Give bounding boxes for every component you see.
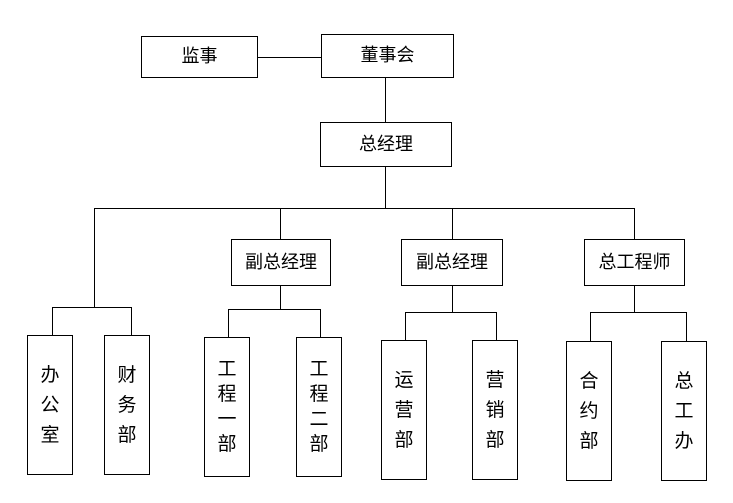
connector-main-bus <box>94 208 635 209</box>
connector-bus-vp2 <box>452 208 453 239</box>
vp1-label: 副总经理 <box>245 251 317 273</box>
dept-eng1-char: 部 <box>217 433 237 455</box>
dept-office-char: 室 <box>40 423 60 446</box>
dept-office-char: 办 <box>40 363 60 386</box>
general-manager-label: 总经理 <box>359 133 413 155</box>
vp1-box: 副总经理 <box>231 239 331 286</box>
dept-chief-office-char: 总 <box>674 369 694 392</box>
connector-operations <box>405 312 406 341</box>
dept-office-char: 公 <box>40 393 60 416</box>
connector-office <box>52 307 53 336</box>
dept-eng2-char: 工 <box>309 358 329 380</box>
dept-operations-char: 部 <box>394 428 414 451</box>
vp2-label: 副总经理 <box>416 251 488 273</box>
dept-contracts-char: 约 <box>579 399 599 422</box>
connector-vp1-down <box>280 286 281 310</box>
connector-bus-office-group <box>94 208 95 308</box>
dept-finance-char: 部 <box>117 423 137 446</box>
supervisor-box: 监事 <box>141 36 258 78</box>
connector-gm-bus <box>385 166 386 209</box>
dept-office-box: 办 公 室 <box>27 335 73 475</box>
connector-supervisor-board <box>258 57 322 58</box>
connector-ce-bus <box>590 312 687 313</box>
dept-eng2-char: 二 <box>309 408 329 430</box>
dept-operations-box: 运 营 部 <box>381 340 427 480</box>
dept-contracts-char: 部 <box>579 429 599 452</box>
connector-marketing <box>496 312 497 341</box>
dept-marketing-char: 销 <box>485 398 505 421</box>
dept-eng2-box: 工 程 二 部 <box>296 337 342 477</box>
connector-bus-chief-engineer <box>634 208 635 239</box>
chief-engineer-box: 总工程师 <box>584 239 685 286</box>
connector-vp2-down <box>452 286 453 313</box>
dept-contracts-box: 合 约 部 <box>566 341 612 481</box>
general-manager-box: 总经理 <box>320 122 452 167</box>
connector-eng2 <box>320 309 321 338</box>
connector-finance <box>131 307 132 336</box>
dept-operations-char: 运 <box>394 368 414 391</box>
dept-eng1-char: 一 <box>217 408 237 430</box>
connector-office-bus <box>52 307 132 308</box>
connector-vp1-bus <box>228 309 321 310</box>
dept-eng2-char: 部 <box>309 433 329 455</box>
connector-eng1 <box>228 309 229 338</box>
dept-eng1-box: 工 程 一 部 <box>204 337 250 477</box>
dept-marketing-char: 部 <box>485 428 505 451</box>
dept-chief-office-box: 总 工 办 <box>661 341 707 481</box>
connector-vp2-bus <box>405 312 497 313</box>
dept-chief-office-char: 办 <box>674 429 694 452</box>
vp2-box: 副总经理 <box>401 239 503 286</box>
dept-finance-char: 务 <box>117 393 137 416</box>
dept-eng2-char: 程 <box>309 383 329 405</box>
dept-operations-char: 营 <box>394 398 414 421</box>
connector-chief-office <box>686 312 687 342</box>
dept-marketing-char: 营 <box>485 368 505 391</box>
dept-finance-box: 财 务 部 <box>104 335 150 475</box>
board-label: 董事会 <box>360 45 415 66</box>
dept-finance-char: 财 <box>117 363 137 386</box>
connector-bus-vp1 <box>280 208 281 239</box>
chief-engineer-label: 总工程师 <box>598 251 671 273</box>
dept-chief-office-char: 工 <box>674 399 694 422</box>
dept-contracts-char: 合 <box>579 369 599 392</box>
connector-board-gm <box>385 77 386 122</box>
connector-contracts <box>590 312 591 342</box>
dept-eng1-char: 程 <box>217 383 237 405</box>
dept-marketing-box: 营 销 部 <box>472 340 518 480</box>
dept-eng1-char: 工 <box>217 358 237 380</box>
supervisor-label: 监事 <box>181 46 218 67</box>
connector-ce-down <box>634 286 635 313</box>
board-box: 董事会 <box>321 34 454 78</box>
